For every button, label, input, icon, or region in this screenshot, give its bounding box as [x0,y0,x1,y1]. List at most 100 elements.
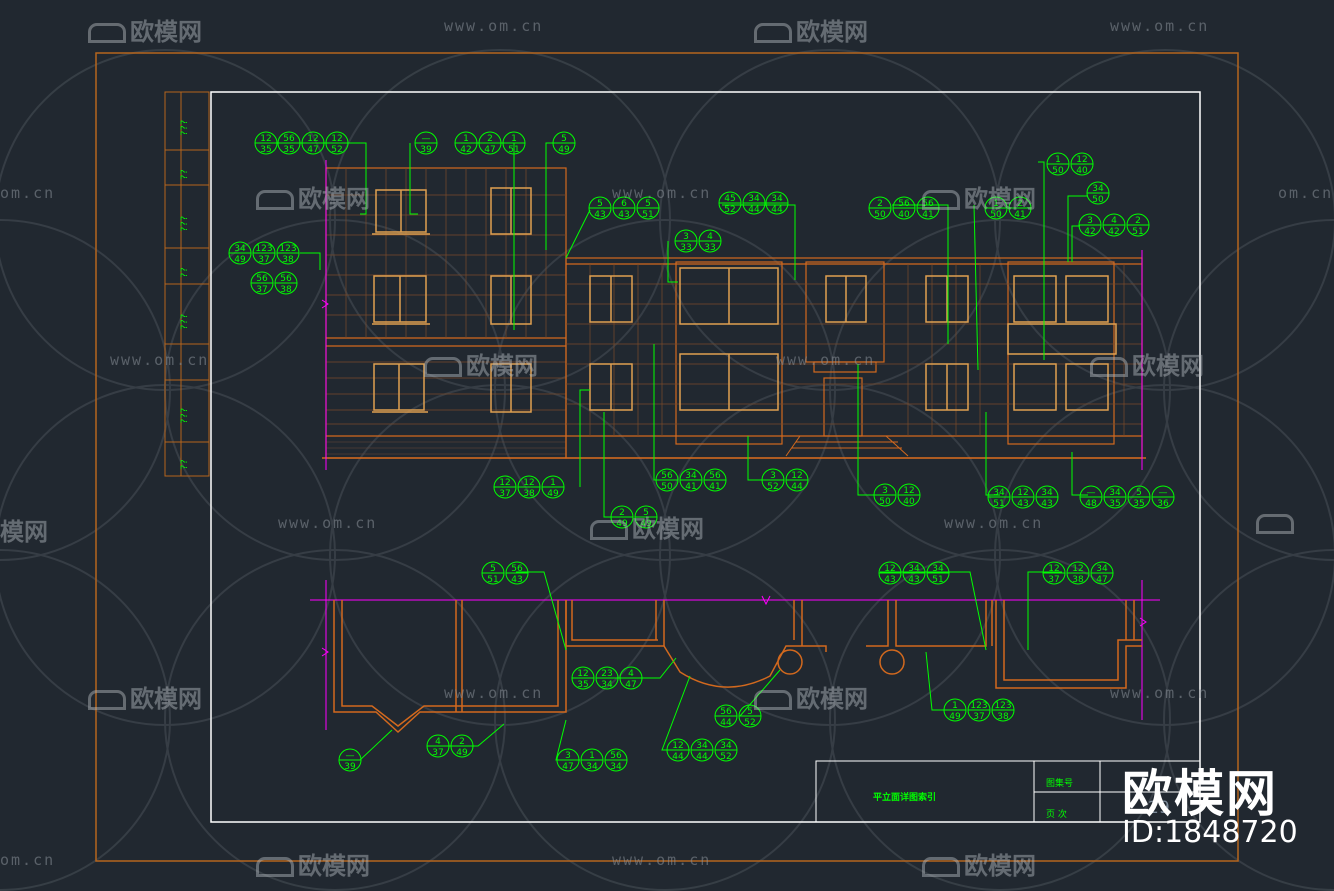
sofa-logo-icon [424,357,462,377]
detail-tag-number: 12 [1017,488,1028,498]
detail-tag-page: 51 [487,575,498,585]
detail-tag-page: 51 [508,145,519,155]
detail-tag-number: 2 [487,134,493,144]
watermark-logo: 欧模网 [88,12,202,47]
page-number: 29 [1148,798,1170,818]
detail-tag-number: 3 [1087,216,1093,226]
detail-tag-page: 37 [973,712,984,722]
detail-tag-number: 56 [661,471,673,481]
detail-tag-number: 12 [307,134,318,144]
watermark-logo [1256,509,1298,537]
detail-index-tag: 442 [1102,213,1126,237]
detail-tag-number: 12 [260,134,271,144]
detail-tag-number: 5 [561,134,567,144]
sofa-logo-icon [256,857,294,877]
drawing-title: 平立面详图索引 [873,793,937,803]
detail-tag-number: 34 [932,564,944,574]
detail-tag-page: 50 [1092,195,1104,205]
watermark-url: www.om.cn [110,351,210,369]
sofa-logo-icon [590,520,628,540]
detail-tag-number: 34 [1096,564,1108,574]
detail-tag-page: 47 [484,145,495,155]
watermark-logo: 模网 [0,512,48,547]
detail-tag-number: 34 [1109,488,1121,498]
elevation-right-grid [566,264,1142,436]
detail-tag-page: 51 [642,210,653,220]
watermark-logo: 欧模网 [88,679,202,714]
sofa-logo-icon [754,23,792,43]
detail-tag-page: 38 [280,285,292,295]
detail-index-tag: 352 [761,468,785,492]
watermark-brand: 欧模网 [964,852,1036,880]
detail-index-tag: 551 [636,196,660,220]
sofa-logo-icon [1090,357,1128,377]
detail-index-tag: 447 [619,666,643,690]
detail-tag-page: 37 [258,255,269,265]
sofa-logo-icon [754,690,792,710]
detail-tag-page: 50 [1052,166,1064,176]
plan-axis-line [310,580,1160,730]
detail-tag-page: 52 [744,718,755,728]
side-label-3: ??? [180,215,190,232]
detail-tag-page: 35 [283,145,294,155]
detail-tag-page: 42 [1084,227,1095,237]
detail-tag-page: 43 [618,210,629,220]
detail-tag-page: 42 [1108,227,1119,237]
detail-tag-page: 51 [993,499,1004,509]
watermark-brand: 欧模网 [298,852,370,880]
detail-tag-page: 37 [1048,575,1059,585]
sofa-logo-icon [1256,514,1294,534]
detail-tag-page: 48 [1085,499,1097,509]
watermark-url: www.om.cn [612,851,712,869]
detail-tag-page: 47 [1096,575,1107,585]
detail-tag-page: 44 [791,482,803,492]
detail-tag-number: 12 [903,486,914,496]
watermark-logo: 欧模网 [754,12,868,47]
watermark-url: www.om.cn [444,684,544,702]
detail-tag-number: 1 [463,134,469,144]
detail-tag-number: 4 [435,737,441,747]
detail-tag-number: 34 [748,194,760,204]
detail-index-tag: 142 [454,131,478,155]
detail-index-tag: —39 [338,748,362,772]
watermark-url: www.om.cn [776,351,876,369]
detail-tag-number: 56 [898,199,910,209]
detail-tag-page: 33 [680,243,691,253]
detail-tag-page: 38 [523,489,535,499]
side-label-5: ??? [180,313,190,330]
sofa-logo-icon [88,23,126,43]
detail-tag-number: 12 [577,669,588,679]
detail-tag-page: 39 [420,145,432,155]
detail-tag-number: 5 [645,199,651,209]
watermark-url: www.om.cn [278,514,378,532]
plan-walls [333,600,1142,734]
detail-index-tag: —36 [1151,485,1175,509]
detail-tag-page: 49 [547,489,559,499]
detail-index-tag: 247 [478,131,502,155]
watermark-brand: 欧模网 [298,185,370,213]
watermark-brand: 欧模网 [130,685,202,713]
watermark-logo: 欧模网 [256,846,370,881]
detail-index-tag: 535 [1127,485,1151,509]
detail-tag-number: — [1087,488,1096,498]
break-marks [321,299,1147,657]
detail-tag-number: 12 [791,471,802,481]
watermark-url: www.om.cn [1110,684,1210,702]
detail-tag-page: 50 [661,482,673,492]
detail-tag-number: 3 [683,232,689,242]
detail-tag-page: 43 [908,575,919,585]
detail-index-tag: 350 [873,483,897,507]
detail-tag-number: 12 [499,478,510,488]
detail-tag-page: 50 [990,210,1002,220]
